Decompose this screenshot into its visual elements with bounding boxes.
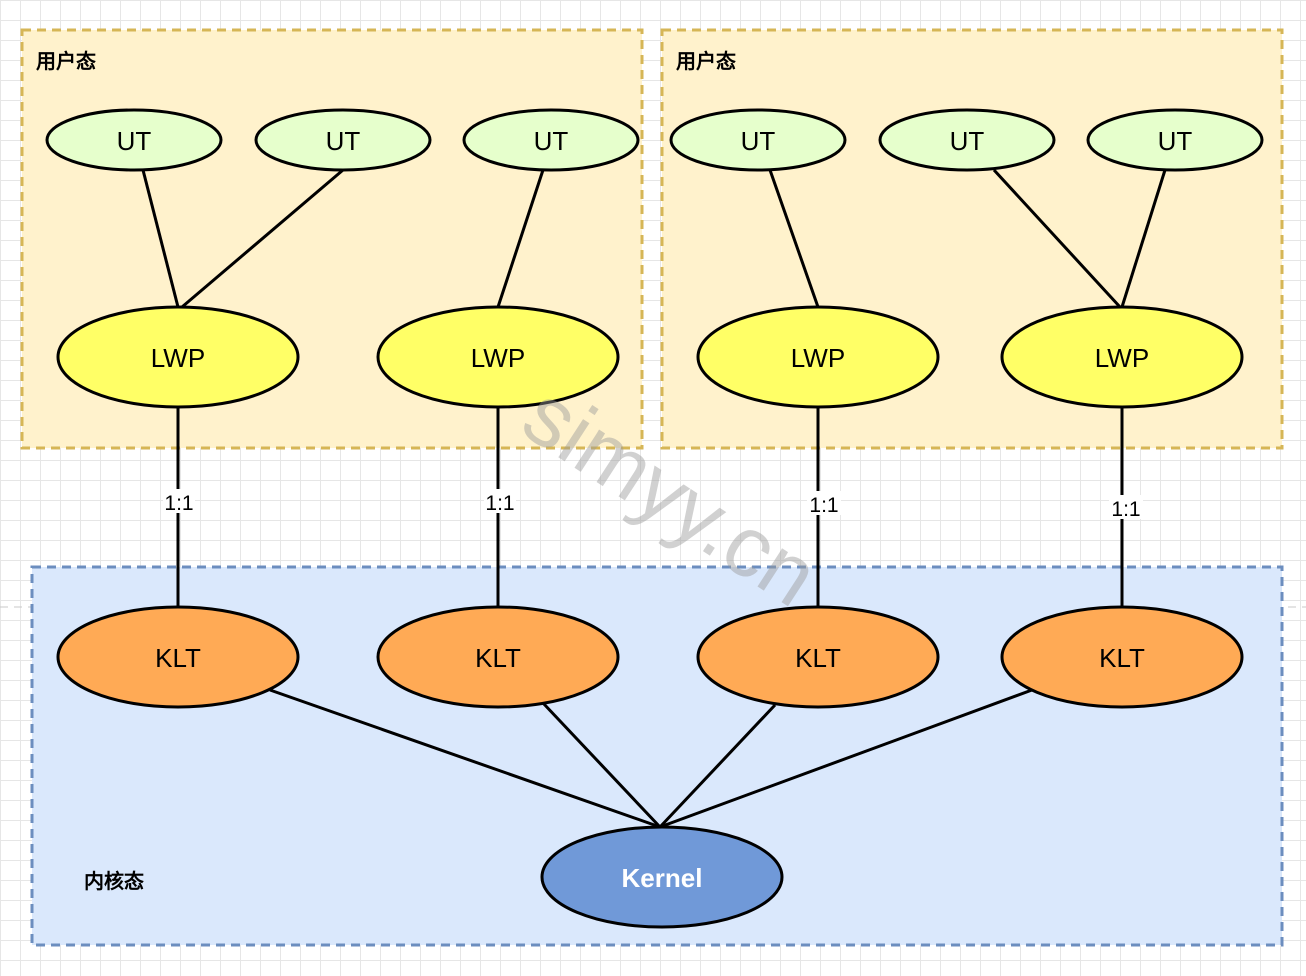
klt-node-1[interactable]: KLT [56, 605, 300, 709]
ut-label: UT [534, 126, 569, 156]
edge-klt4-kernel [659, 688, 1033, 829]
klt-label: KLT [155, 643, 201, 673]
lwp-label: LWP [1095, 343, 1149, 373]
edge-label-1: 1:1 [163, 489, 195, 515]
edge-label-3: 1:1 [807, 491, 841, 517]
ut-label: UT [117, 126, 152, 156]
ratio-label: 1:1 [485, 492, 514, 515]
ut-lwp-edges [141, 168, 1167, 309]
klt-label: KLT [795, 643, 841, 673]
ut-node-1[interactable]: UT [45, 108, 223, 172]
ut-label: UT [326, 126, 361, 156]
kernel-space-label: 内核态 [84, 869, 144, 893]
edge-ut3-lwp2 [496, 169, 545, 308]
klt-node-4[interactable]: KLT [1000, 605, 1244, 709]
lwp-node-1[interactable]: LWP [56, 305, 300, 409]
lwp-label: LWP [151, 343, 205, 373]
edge-ut1-lwp1 [141, 169, 180, 308]
klt-node-2[interactable]: KLT [376, 605, 620, 709]
ut-node-6[interactable]: UT [1086, 108, 1264, 172]
lwp-node-4[interactable]: LWP [1000, 305, 1244, 409]
edge-label-4: 1:1 [1109, 495, 1143, 521]
edge-ut6-lwp4 [1120, 169, 1167, 308]
lwp-node-3[interactable]: LWP [696, 305, 940, 409]
ut-label: UT [950, 126, 985, 156]
user-space-label-right: 用户态 [676, 49, 736, 73]
edge-klt3-kernel [658, 703, 777, 829]
ut-label: UT [1158, 126, 1193, 156]
kernel-node[interactable]: Kernel [540, 825, 784, 929]
lwp-node-2[interactable]: LWP [376, 305, 620, 409]
ut-node-3[interactable]: UT [462, 108, 640, 172]
ratio-label: 1:1 [809, 494, 838, 517]
klt-label: KLT [475, 643, 521, 673]
klt-label: KLT [1099, 643, 1145, 673]
edge-ut4-lwp3 [768, 169, 820, 308]
kernel-label: Kernel [622, 863, 703, 893]
edge-klt1-kernel [269, 688, 661, 829]
edge-ut5-lwp4 [992, 168, 1122, 309]
ratio-label: 1:1 [1111, 498, 1140, 521]
lwp-label: LWP [471, 343, 525, 373]
ut-label: UT [741, 126, 776, 156]
user-space-label-left: 用户态 [36, 49, 96, 73]
edge-ut2-lwp1 [181, 168, 344, 309]
klt-kernel-edges [269, 688, 1033, 829]
klt-node-3[interactable]: KLT [696, 605, 940, 709]
ratio-label: 1:1 [164, 492, 193, 515]
edge-label-2: 1:1 [484, 489, 516, 515]
lwp-label: LWP [791, 343, 845, 373]
edge-klt2-kernel [541, 701, 662, 829]
ut-node-2[interactable]: UT [254, 108, 432, 172]
ut-node-5[interactable]: UT [878, 108, 1056, 172]
ut-node-4[interactable]: UT [669, 108, 847, 172]
